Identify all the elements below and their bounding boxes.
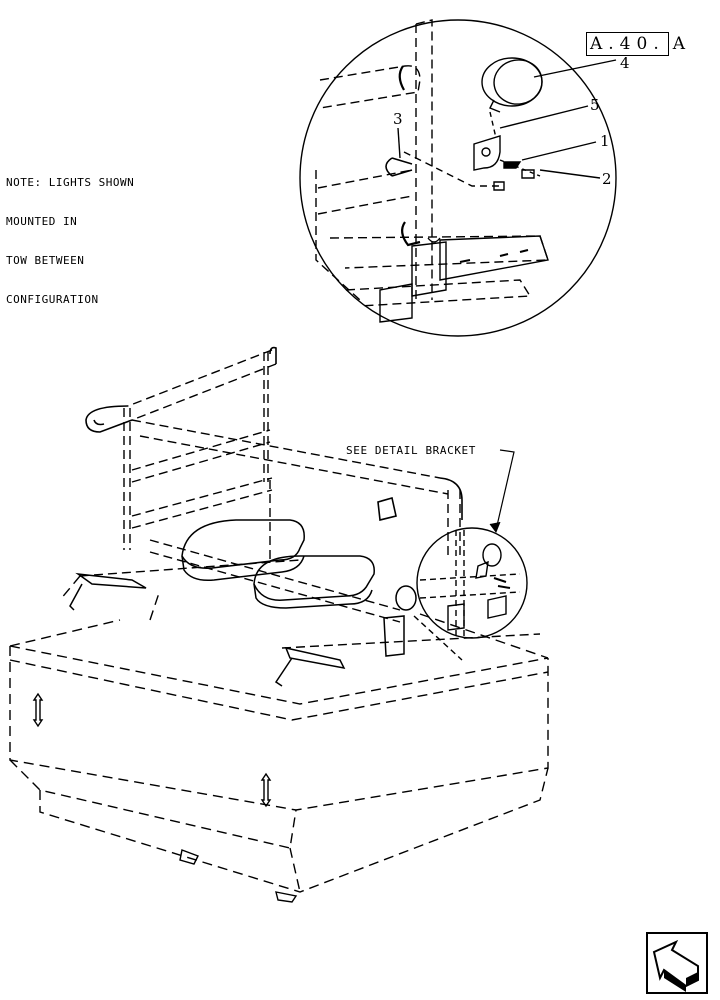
callout-2: 2 <box>602 170 612 188</box>
note-line: TOW BETWEEN <box>6 254 85 267</box>
section-reference: A.40. A <box>586 32 685 56</box>
note-line: CONFIGURATION <box>6 293 99 306</box>
section-code: A.40. <box>586 32 669 56</box>
callout-4: 4 <box>620 54 630 72</box>
light-brackets <box>69 572 417 687</box>
see-detail-leader <box>495 449 515 531</box>
rack-corner-tubes <box>85 346 463 521</box>
next-page-button[interactable] <box>646 932 708 994</box>
detail-view-small <box>413 527 528 661</box>
callout-3: 3 <box>393 110 403 128</box>
callout-5: 5 <box>590 96 600 114</box>
detail-view-large <box>299 19 617 337</box>
note-line: MOUNTED IN <box>6 215 78 228</box>
tank-body <box>9 575 549 893</box>
tank-markers <box>32 692 298 903</box>
mounting-note: NOTE: LIGHTS SHOWN MOUNTED IN TOW BETWEE… <box>6 150 134 319</box>
callout-1: 1 <box>600 132 610 150</box>
rack-frame <box>79 349 541 649</box>
section-suffix: A <box>672 34 685 54</box>
note-line: NOTE: LIGHTS SHOWN <box>6 176 135 189</box>
see-detail-label: SEE DETAIL BRACKET <box>346 444 477 457</box>
next-page-arrow-icon <box>646 932 708 994</box>
tank-straps <box>181 519 375 609</box>
